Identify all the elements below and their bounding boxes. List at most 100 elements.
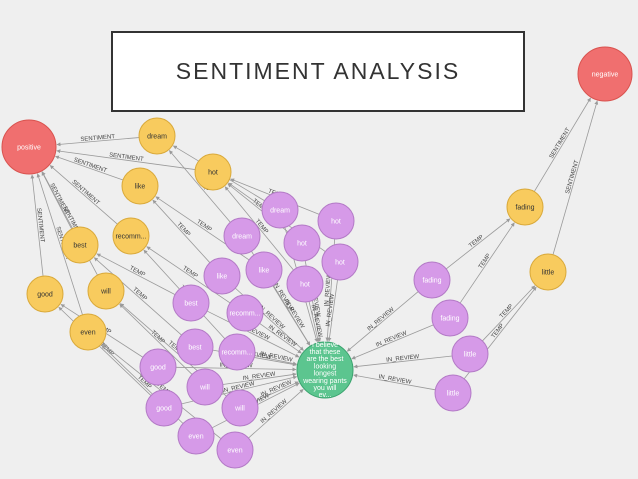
- node-w_best[interactable]: best: [61, 226, 99, 264]
- word-node-label: like: [135, 184, 146, 191]
- token-node-label: like: [217, 274, 228, 281]
- node-t_good2[interactable]: good: [145, 389, 183, 427]
- token-node-circle: [245, 251, 283, 289]
- edge-t_little2-review: [353, 373, 436, 391]
- edge-t_like1-w_like: [152, 199, 211, 263]
- token-node-label: best: [188, 345, 201, 352]
- node-w_like[interactable]: like: [121, 167, 159, 205]
- node-t_like2[interactable]: like: [245, 251, 283, 289]
- token-node-label: little: [447, 391, 460, 398]
- edge-w_dream-positive: [56, 137, 140, 147]
- token-node-circle: [203, 257, 241, 295]
- word-node-circle: [194, 153, 232, 191]
- word-node-label: little: [542, 270, 555, 277]
- node-t_hot3[interactable]: hot: [321, 243, 359, 281]
- token-node-circle: [223, 217, 261, 255]
- edge-t_best1-w_best: [96, 253, 176, 296]
- edge-label: SENTIMENT: [109, 152, 144, 163]
- node-t_best2[interactable]: best: [176, 328, 214, 366]
- node-t_fading1[interactable]: fading: [413, 261, 451, 299]
- word-node-label: will: [100, 289, 111, 296]
- node-w_little[interactable]: little: [529, 253, 567, 291]
- node-t_hot1[interactable]: hot: [317, 202, 355, 240]
- node-t_dream2[interactable]: dream: [223, 217, 261, 255]
- nodes-layer: positivenegativedreamhotlikerecomm...bes…: [1, 46, 633, 469]
- edge-label: SENTIMENT: [549, 127, 572, 160]
- edge-label: TEMP: [478, 253, 492, 270]
- edge-label: SENTIMENT: [80, 134, 115, 143]
- word-node-circle: [121, 167, 159, 205]
- edge-w_little-negative: [552, 100, 599, 255]
- edge-label: TEMP: [128, 265, 146, 278]
- token-node-label: dream: [270, 208, 290, 215]
- node-t_like1[interactable]: like: [203, 257, 241, 295]
- node-t_recomm1[interactable]: recomm...: [226, 294, 264, 332]
- node-w_fading[interactable]: fading: [506, 188, 544, 226]
- token-node-circle: [283, 224, 321, 262]
- edge-t_like2-review: [273, 285, 311, 346]
- node-t_dream1[interactable]: dream: [261, 191, 299, 229]
- token-node-label: good: [156, 406, 172, 413]
- edge-t_hot4-w_hot: [224, 186, 294, 271]
- word-node-label: hot: [208, 170, 218, 177]
- edge-w_recomm-positive: [49, 165, 118, 225]
- title-box: SENTIMENT ANALYSIS: [111, 31, 525, 112]
- edge-t_hot4-review: [308, 301, 320, 343]
- token-node-circle: [317, 202, 355, 240]
- node-t_will1[interactable]: will: [186, 368, 224, 406]
- node-t_even2[interactable]: even: [216, 431, 254, 469]
- token-node-circle: [226, 294, 264, 332]
- edge-t_dream2-w_dream: [169, 150, 231, 223]
- node-w_recomm[interactable]: recomm...: [112, 217, 150, 255]
- node-t_hot2[interactable]: hot: [283, 224, 321, 262]
- node-negative[interactable]: negative: [577, 46, 633, 102]
- word-node-circle: [87, 272, 125, 310]
- node-w_dream[interactable]: dream: [138, 117, 176, 155]
- node-t_best1[interactable]: best: [172, 284, 210, 322]
- node-t_little1[interactable]: little: [451, 335, 489, 373]
- node-w_will[interactable]: will: [87, 272, 125, 310]
- token-node-label: fading: [440, 316, 459, 323]
- edge-t_even2-review: [248, 388, 304, 439]
- node-t_even1[interactable]: even: [177, 417, 215, 455]
- edge-t_will1-review: [222, 372, 297, 385]
- token-node-circle: [321, 243, 359, 281]
- edge-w_good-positive: [30, 174, 44, 277]
- word-node-circle: [69, 313, 107, 351]
- token-node-label: hot: [335, 260, 345, 267]
- edge-label: TEMP: [131, 287, 147, 303]
- token-node-circle: [221, 389, 259, 427]
- edge-label: IN_REVIEW: [386, 354, 420, 364]
- node-w_hot[interactable]: hot: [194, 153, 232, 191]
- edge-label: IN_REVIEW: [378, 374, 412, 386]
- word-node-label: good: [37, 292, 53, 299]
- edge-label: TEMP: [195, 219, 212, 233]
- node-t_hot4[interactable]: hot: [286, 265, 324, 303]
- edge-label: IN_REVIEW: [367, 306, 396, 332]
- node-t_good1[interactable]: good: [139, 348, 177, 386]
- edge-label: IN_REVIEW: [375, 330, 408, 348]
- token-node-label: hot: [300, 282, 310, 289]
- token-node-circle: [218, 333, 256, 371]
- word-node-label: even: [80, 330, 95, 337]
- node-t_recomm2[interactable]: recomm...: [218, 333, 256, 371]
- edge-t_fading1-review: [346, 291, 419, 352]
- token-node-circle: [434, 374, 472, 412]
- token-node-label: like: [259, 268, 270, 275]
- word-node-label: best: [73, 243, 86, 250]
- node-t_fading2[interactable]: fading: [431, 299, 469, 337]
- word-node-circle: [112, 217, 150, 255]
- token-node-circle: [177, 417, 215, 455]
- node-w_good[interactable]: good: [26, 275, 64, 313]
- token-node-label: even: [188, 434, 203, 441]
- token-node-label: fading: [422, 278, 441, 285]
- node-w_even[interactable]: even: [69, 313, 107, 351]
- edge-label: IN_REVIEW: [242, 371, 276, 382]
- node-t_little2[interactable]: little: [434, 374, 472, 412]
- token-node-circle: [186, 368, 224, 406]
- token-node-label: dream: [232, 234, 252, 241]
- node-t_will2[interactable]: will: [221, 389, 259, 427]
- edge-label: IN_REVIEW: [260, 398, 289, 425]
- node-positive[interactable]: positive: [1, 119, 57, 175]
